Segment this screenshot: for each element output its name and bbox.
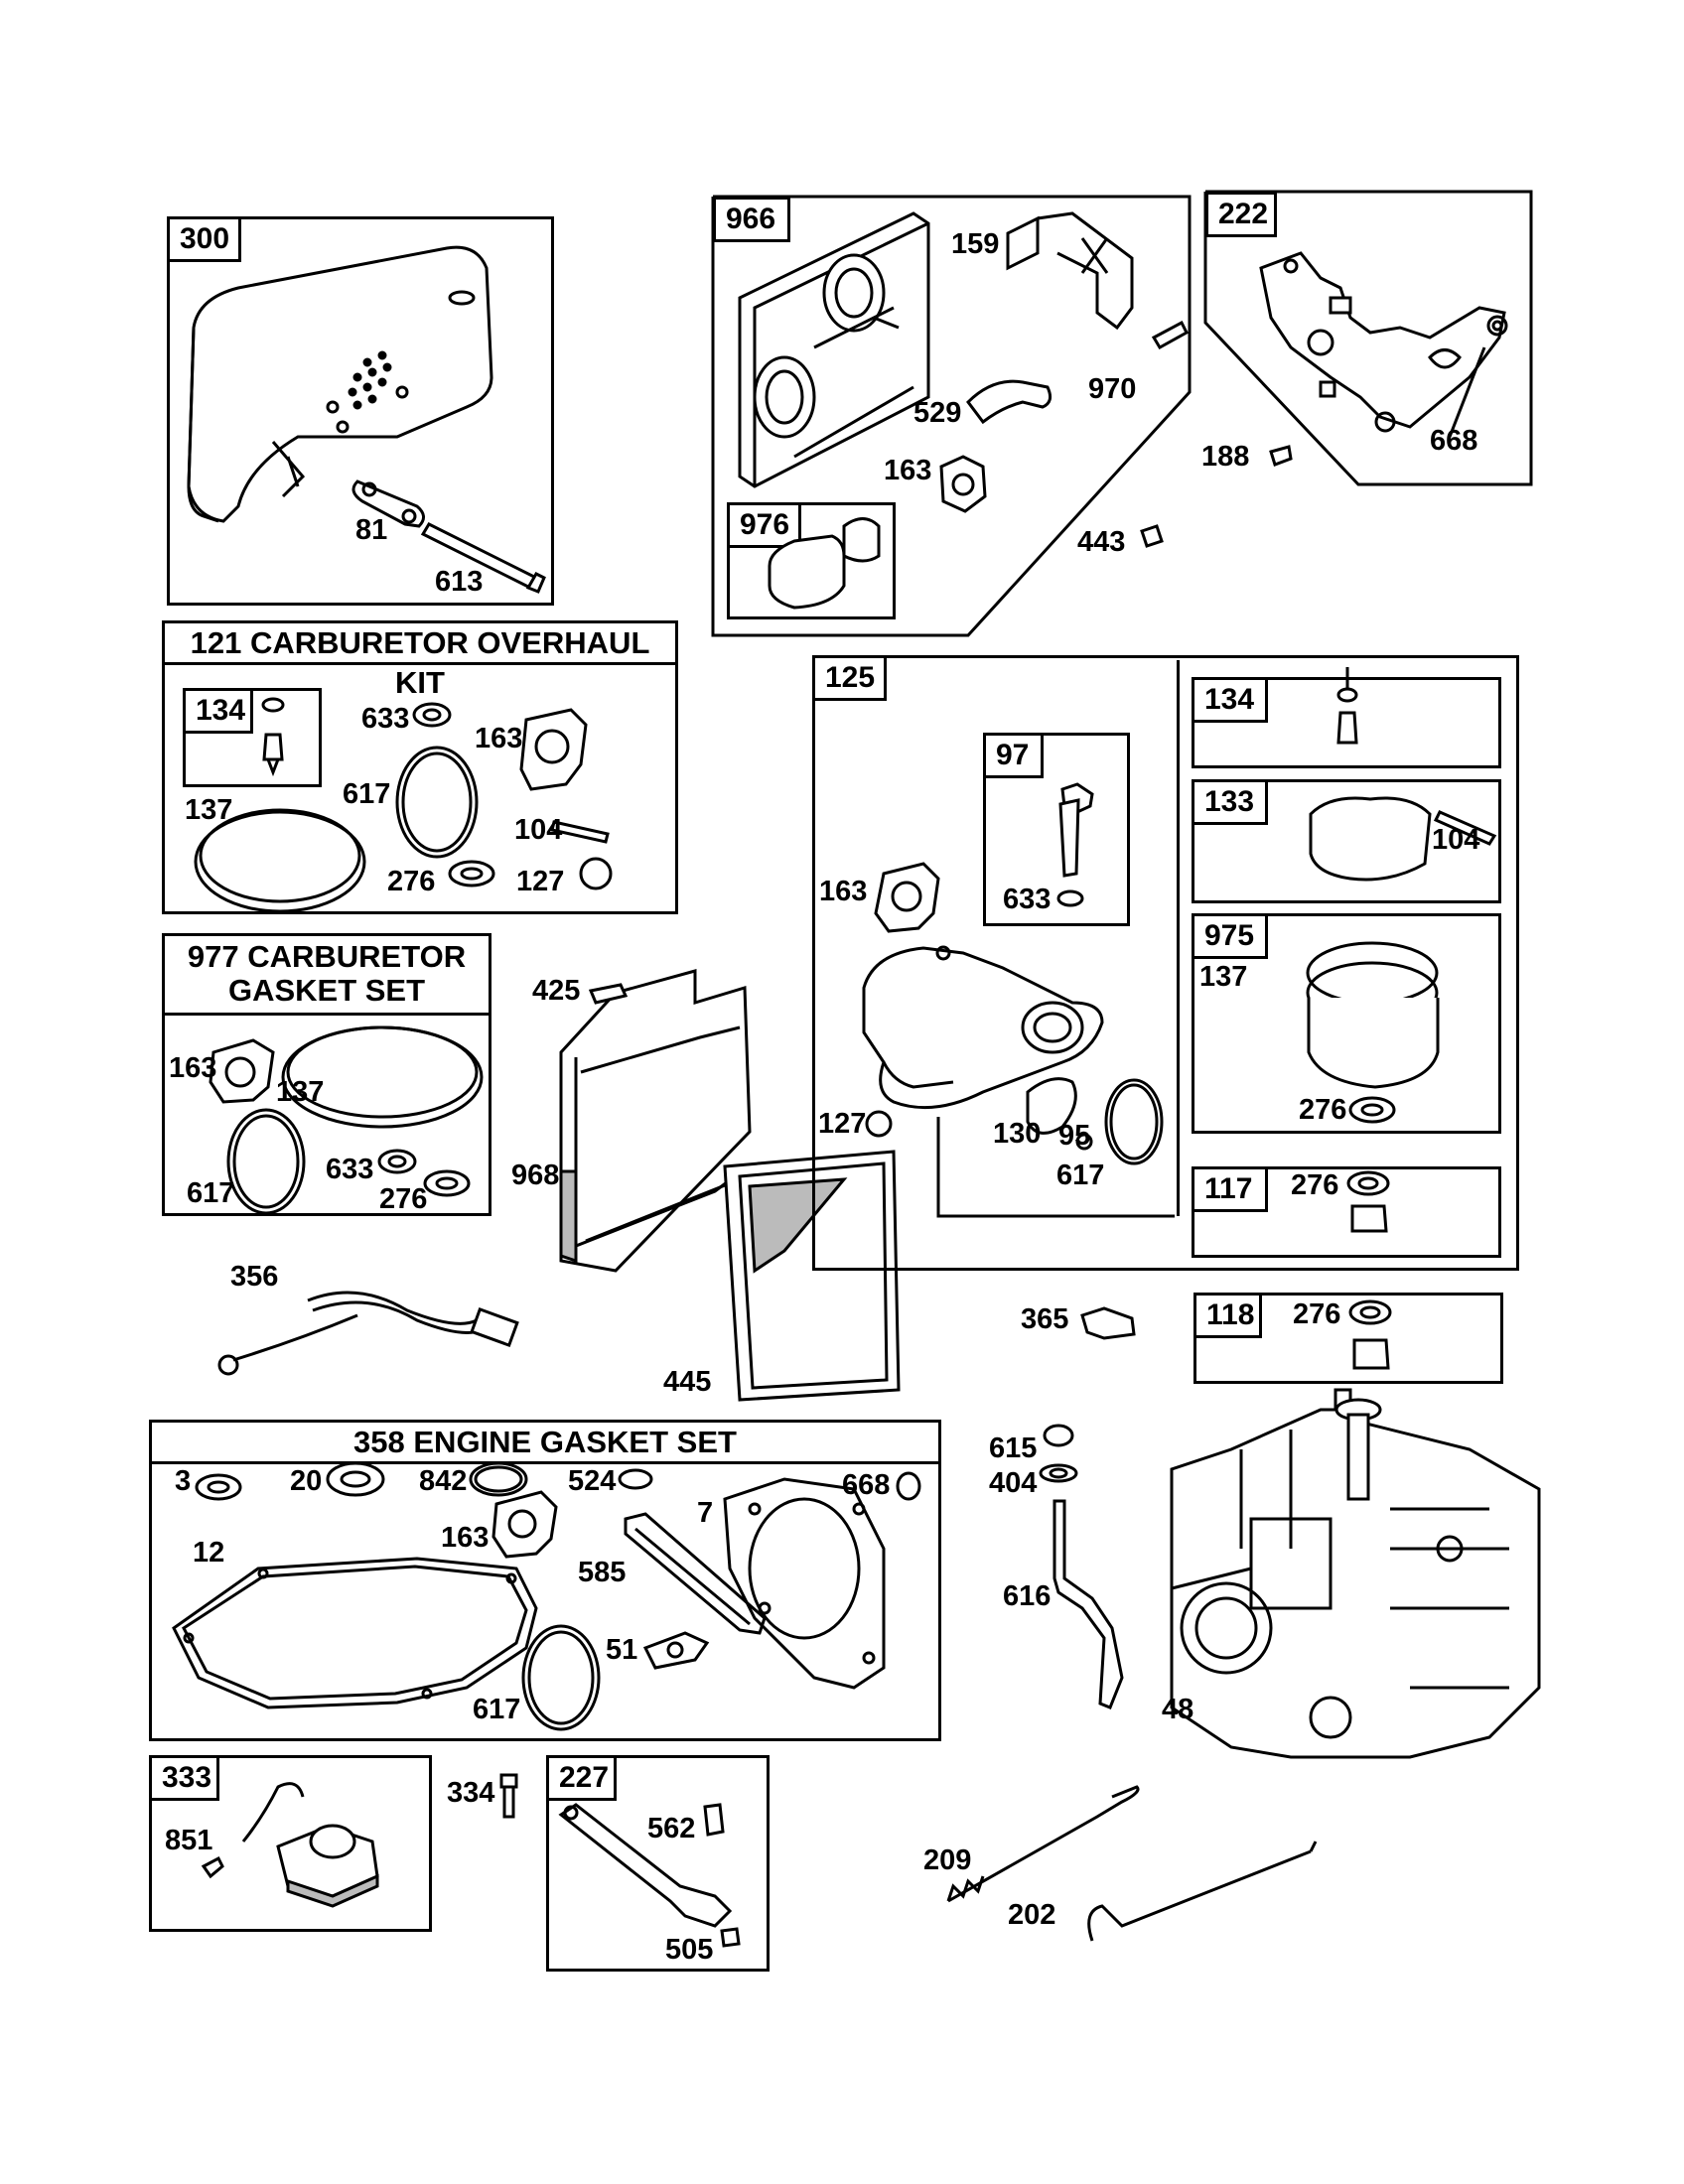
- callout-137-set977: 137: [276, 1076, 325, 1108]
- set-977-title: 977 CARBURETOR GASKET SET: [165, 936, 489, 1016]
- panel-125-sub-97: 97: [983, 733, 1130, 926]
- callout-851: 851: [165, 1825, 213, 1856]
- callout-188: 188: [1201, 441, 1250, 473]
- callout-48: 48: [1162, 1694, 1194, 1725]
- callout-617-set977: 617: [187, 1177, 235, 1209]
- panel-125-sub-117: 117: [1192, 1166, 1501, 1258]
- callout-613: 613: [435, 566, 484, 598]
- panel-333-ignition: 333: [149, 1755, 432, 1932]
- panel-125-sub-975-id: 975: [1194, 916, 1268, 959]
- panel-125-bracket-region: [1177, 660, 1180, 1216]
- callout-968: 968: [511, 1160, 560, 1191]
- panel-125-sub-133: 133: [1192, 779, 1501, 903]
- panel-333-id: 333: [152, 1758, 219, 1801]
- callout-633-set977: 633: [326, 1154, 374, 1185]
- panel-227-id: 227: [549, 1758, 617, 1801]
- callout-334: 334: [447, 1777, 495, 1809]
- kit-121-carburetor-overhaul: 121 CARBURETOR OVERHAUL KIT 134: [162, 620, 678, 914]
- callout-356: 356: [230, 1261, 279, 1293]
- panel-976-id: 976: [730, 505, 801, 548]
- panel-125-sub-133-id: 133: [1194, 782, 1268, 825]
- callout-633-carb: 633: [1003, 884, 1052, 915]
- callout-163-gasket: 163: [441, 1522, 490, 1554]
- panel-125-sub-134: 134: [1192, 677, 1501, 768]
- panel-976-filter: 976: [727, 502, 896, 619]
- callout-3: 3: [175, 1465, 192, 1497]
- callout-505: 505: [665, 1934, 714, 1966]
- callout-51: 51: [606, 1634, 638, 1666]
- callout-617-gasket: 617: [473, 1694, 521, 1725]
- callout-970: 970: [1088, 373, 1137, 405]
- panel-222-id: 222: [1205, 192, 1277, 237]
- callout-159: 159: [951, 228, 1000, 260]
- callout-20: 20: [290, 1465, 323, 1497]
- callout-365: 365: [1021, 1303, 1069, 1335]
- callout-617-carb: 617: [1056, 1160, 1105, 1191]
- callout-81: 81: [355, 514, 388, 546]
- panel-125-sub-97-id: 97: [986, 736, 1044, 778]
- callout-633-kit121: 633: [361, 703, 410, 735]
- callout-524: 524: [568, 1465, 617, 1497]
- panel-300-id: 300: [170, 219, 241, 262]
- panel-300-muffler: 300: [167, 216, 554, 606]
- callout-668-gasket: 668: [842, 1469, 891, 1501]
- callout-276-kit121: 276: [387, 866, 436, 897]
- callout-7: 7: [697, 1497, 714, 1529]
- set-358-engine-gasket: 358 ENGINE GASKET SET: [149, 1420, 941, 1741]
- callout-276-bowl: 276: [1299, 1094, 1347, 1126]
- callout-12: 12: [193, 1537, 225, 1569]
- panel-125-carburetor: 125: [812, 655, 1519, 1271]
- callout-163-carb: 163: [819, 876, 868, 907]
- panel-118: 118: [1193, 1293, 1503, 1384]
- callout-104-kit121: 104: [514, 814, 563, 846]
- callout-842: 842: [419, 1465, 468, 1497]
- callout-130: 130: [993, 1118, 1042, 1150]
- callout-137-kit121: 137: [185, 794, 233, 826]
- set-977-title-line2: GASKET SET: [227, 973, 426, 1008]
- callout-276-117: 276: [1291, 1169, 1339, 1201]
- kit-121-sub-134-id: 134: [186, 691, 253, 734]
- callout-137-bowl: 137: [1199, 961, 1248, 993]
- callout-202: 202: [1008, 1899, 1056, 1931]
- callout-585: 585: [578, 1557, 627, 1588]
- panel-125-sub-134-id: 134: [1194, 680, 1268, 723]
- callout-95: 95: [1058, 1120, 1091, 1152]
- callout-668-bracket: 668: [1430, 425, 1478, 457]
- panel-125-id: 125: [815, 658, 887, 701]
- callout-404: 404: [989, 1467, 1038, 1499]
- callout-163-set977: 163: [169, 1052, 217, 1084]
- panel-966-id: 966: [713, 197, 790, 242]
- panel-118-id: 118: [1196, 1296, 1262, 1338]
- set-358-title: 358 ENGINE GASKET SET: [152, 1423, 938, 1464]
- set-977-carburetor-gasket: 977 CARBURETOR GASKET SET: [162, 933, 491, 1216]
- callout-562: 562: [647, 1813, 696, 1844]
- callout-163-airbase: 163: [884, 455, 932, 486]
- callout-616: 616: [1003, 1580, 1052, 1612]
- callout-443: 443: [1077, 526, 1126, 558]
- callout-276-118: 276: [1293, 1298, 1341, 1330]
- panel-125-sub-117-id: 117: [1194, 1169, 1268, 1212]
- callout-127-kit121: 127: [516, 866, 565, 897]
- kit-121-sub-134: 134: [183, 688, 322, 787]
- callout-209: 209: [923, 1844, 972, 1876]
- panel-125-sub-975: 975: [1192, 913, 1501, 1134]
- callout-163-kit121: 163: [475, 723, 523, 754]
- set-977-title-line1: 977 CARBURETOR: [187, 939, 467, 974]
- callout-276-set977: 276: [379, 1183, 428, 1215]
- callout-127-carb: 127: [818, 1108, 867, 1140]
- callout-104-float: 104: [1432, 824, 1480, 856]
- kit-121-title: 121 CARBURETOR OVERHAUL KIT: [165, 623, 675, 700]
- callout-617-kit121: 617: [343, 778, 391, 810]
- callout-425: 425: [532, 975, 581, 1007]
- callout-529: 529: [913, 397, 962, 429]
- callout-615: 615: [989, 1433, 1038, 1464]
- panel-227-control: 227: [546, 1755, 770, 1972]
- callout-445: 445: [663, 1366, 712, 1398]
